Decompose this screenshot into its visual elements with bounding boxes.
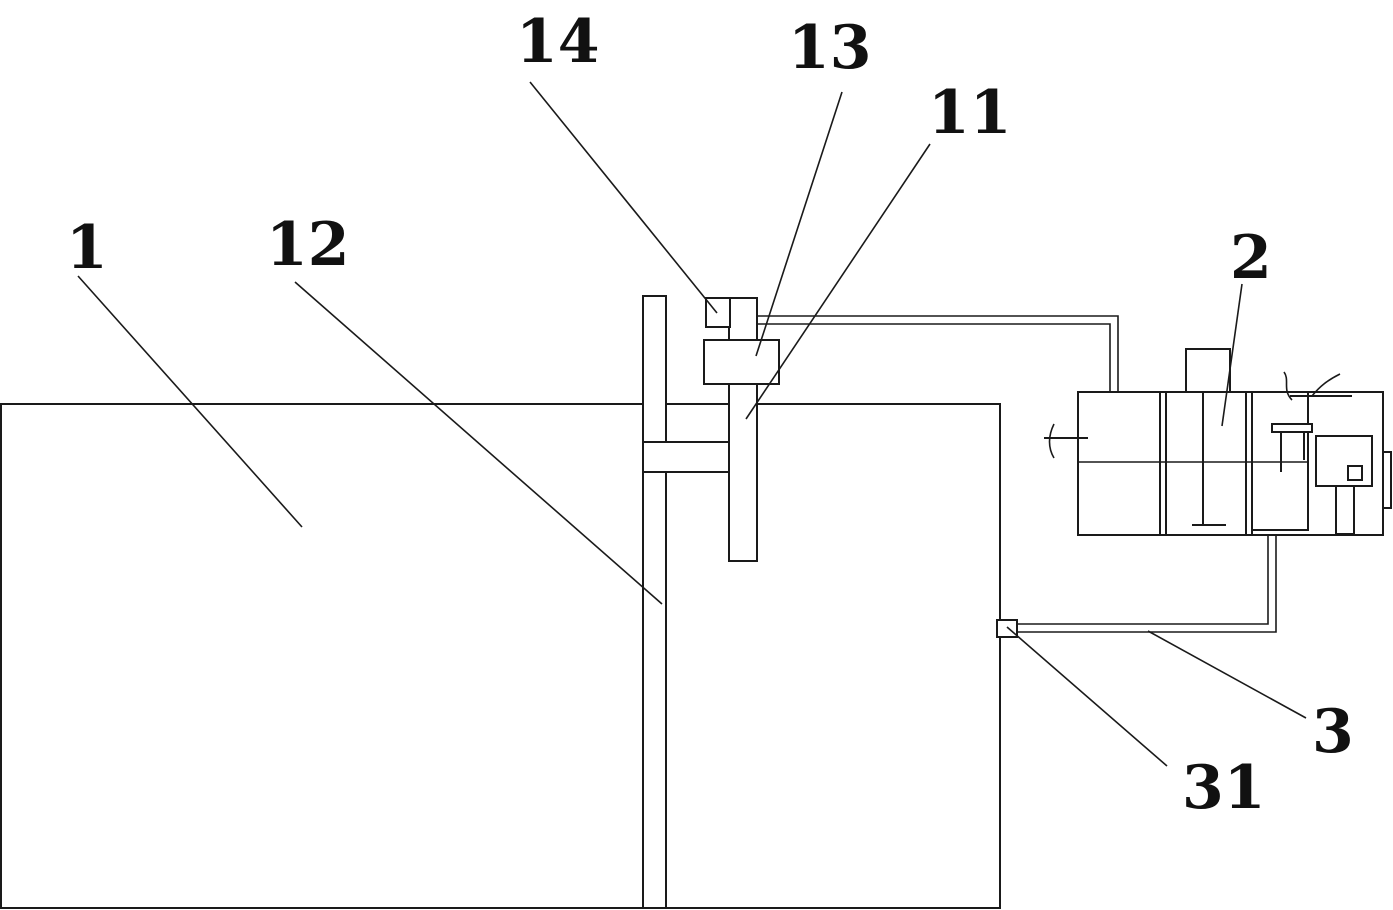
unit-top-box — [1185, 348, 1231, 393]
label-valve: 31 — [1182, 753, 1266, 823]
valve-box — [996, 619, 1018, 638]
return-pipe — [1018, 535, 1277, 633]
label-pipe: 3 — [1312, 697, 1354, 767]
side-device — [1315, 435, 1373, 487]
pump-shaft — [728, 297, 758, 562]
label-box: 14 — [516, 7, 600, 77]
side-flange — [1382, 451, 1392, 509]
label-motor: 13 — [788, 13, 872, 83]
cable-1 — [1283, 371, 1293, 401]
leader-31 — [1006, 626, 1168, 767]
leader-3 — [1147, 630, 1307, 719]
inlet-nozzle-curve — [1048, 423, 1055, 459]
upper-pipe — [757, 315, 1119, 428]
side-device-leg — [1335, 485, 1355, 535]
motor-block — [703, 339, 780, 385]
leader-11 — [745, 143, 931, 420]
side-device-inner — [1347, 465, 1363, 481]
label-unit: 2 — [1230, 223, 1272, 293]
label-tank: 1 — [66, 213, 108, 283]
tank-body — [0, 403, 1001, 909]
leader-1 — [77, 275, 303, 528]
vertical-pole — [642, 295, 667, 909]
cable-2 — [1311, 373, 1341, 397]
probe-bracket — [1271, 423, 1313, 433]
leader-12 — [294, 281, 663, 605]
leader-13 — [755, 91, 843, 357]
leader-2 — [1221, 283, 1243, 427]
leader-14 — [529, 81, 718, 314]
label-pump: 11 — [928, 78, 1012, 148]
control-box — [705, 297, 731, 328]
label-pole: 12 — [266, 210, 350, 280]
